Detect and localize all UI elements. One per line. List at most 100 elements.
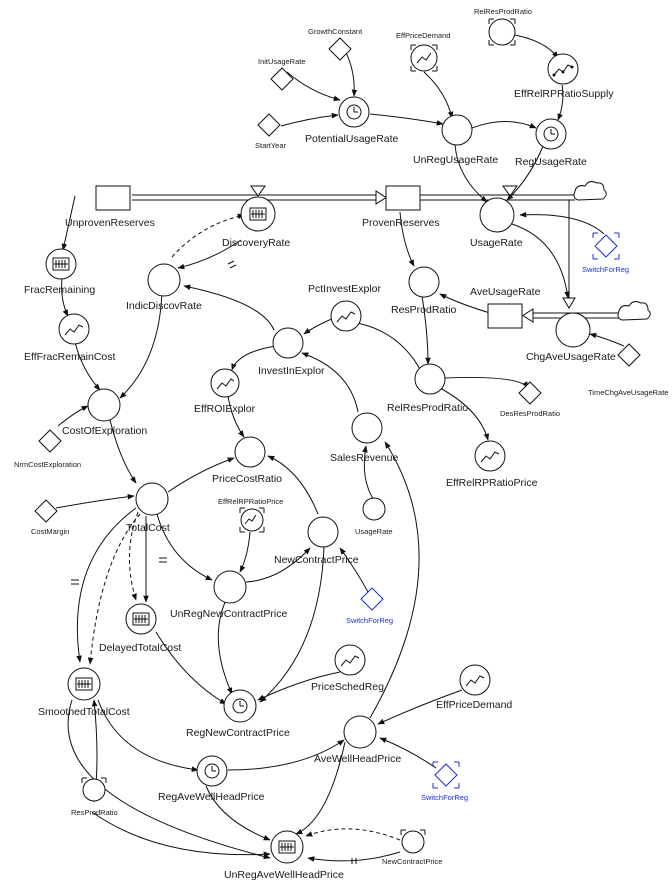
svg-text:EffPriceDemand: EffPriceDemand [436,699,512,711]
aux-eff-frac-remain-cost[interactable]: EffFracRemainCost [24,313,116,363]
const-growth-constant[interactable]: GrowthConstant [308,27,363,61]
aux-reg-new-contract-price[interactable]: RegNewContractPrice [186,689,290,739]
aux-invest-in-explor[interactable]: InvestInExplor [258,327,325,377]
connectors [55,33,625,864]
svg-text:CostMargin: CostMargin [31,527,69,536]
aux-unreg-ave-well-head-price[interactable]: UnRegAveWellHeadPrice [224,830,344,881]
aux-eff-rel-rp-ratio-price-out[interactable]: EffRelRPRatioPrice [446,440,538,489]
const-nrm-cost-exploration[interactable]: NrmCostExploration [14,429,81,469]
svg-text:SwitchForReg: SwitchForReg [346,616,393,625]
aux-eff-price-demand[interactable]: EffPriceDemand [436,664,512,711]
svg-text:UnRegNewContractPrice: UnRegNewContractPrice [170,608,287,620]
svg-text:UsageRate: UsageRate [355,527,393,536]
aux-pct-invest-explor[interactable]: PctInvestExplor [308,283,381,332]
aux-new-contract-price-ghost[interactable]: NewContractPrice [382,829,442,866]
svg-text:PriceSchedReg: PriceSchedReg [311,681,384,693]
aux-rel-res-prod-ratio[interactable]: RelResProdRatio [387,363,468,414]
aux-frac-remaining[interactable]: FracRemaining [24,248,95,296]
ghost-switch-for-reg-3[interactable]: SwitchForReg [421,761,468,802]
aux-eff-rel-rp-ratio-price-ghost[interactable]: EffRelRPRatioPrice [218,497,283,533]
flow-chg-ave-usage-rate[interactable]: ChgAveUsageRate [526,312,616,363]
svg-text:TimeChgAveUsageRate: TimeChgAveUsageRate [588,388,668,397]
valve-discovery [250,185,266,197]
svg-text:AveWellHeadPrice: AveWellHeadPrice [314,753,401,765]
aux-delayed-total-cost[interactable]: DelayedTotalCost [99,603,181,654]
svg-text:ChgAveUsageRate: ChgAveUsageRate [526,351,616,363]
aux-indic-discov-rate[interactable]: IndicDiscovRate [126,263,202,312]
const-des-res-prod-ratio[interactable]: DesResProdRatio [500,381,560,418]
aux-ave-well-head-price[interactable]: AveWellHeadPrice [314,715,401,765]
svg-text:UnRegUsageRate: UnRegUsageRate [413,154,498,166]
svg-text:RegNewContractPrice: RegNewContractPrice [186,727,290,739]
aux-reg-usage-rate[interactable]: RegUsageRate [515,118,587,168]
svg-text:CostOfExploration: CostOfExploration [62,425,147,437]
stock-proven-reserves[interactable]: ProvenReserves [362,185,440,229]
svg-text:SmoothedTotalCost: SmoothedTotalCost [38,706,130,718]
svg-text:EffRelRPRatioPrice: EffRelRPRatioPrice [218,497,283,506]
svg-text:PriceCostRatio: PriceCostRatio [212,473,282,485]
aux-total-cost[interactable]: TotalCost [126,482,170,534]
stock-unproven-reserves[interactable]: UnprovenReserves [65,185,155,229]
aux-cost-of-exploration[interactable]: CostOfExploration [62,388,147,437]
aux-unreg-usage-rate[interactable]: UnRegUsageRate [413,114,498,166]
valve-usage [502,185,518,197]
aux-eff-price-demand-top[interactable]: EffPriceDemand [396,31,450,72]
svg-text:EffPriceDemand: EffPriceDemand [396,31,450,40]
ghost-switch-for-reg-1[interactable]: SwitchForReg [582,232,629,274]
svg-text:NrmCostExploration: NrmCostExploration [14,460,81,469]
svg-text:FracRemaining: FracRemaining [24,284,95,296]
svg-text:ResProdRatio: ResProdRatio [391,304,457,316]
const-cost-margin[interactable]: CostMargin [31,499,69,536]
aux-eff-rel-rp-ratio-supply[interactable]: EffRelRPRatioSupply [514,53,614,100]
svg-text:SwitchForReg: SwitchForReg [582,265,629,274]
svg-text:RegAveWellHeadPrice: RegAveWellHeadPrice [158,791,265,803]
svg-text:RelResProdRatio: RelResProdRatio [474,7,532,16]
cloud-source-chg-ave [617,301,651,321]
aux-usage-rate-ghost[interactable]: UsageRate [355,497,393,536]
cloud-sink-usage [573,181,607,201]
flow-discovery-rate[interactable]: DiscoveryRate [222,196,290,249]
svg-text:DiscoveryRate: DiscoveryRate [222,237,290,249]
svg-text:EffROIExplor: EffROIExplor [194,403,256,415]
const-time-chg-ave-usage-rate[interactable]: TimeChgAveUsageRate [588,343,668,397]
svg-text:NewContractPrice: NewContractPrice [274,554,359,566]
stock-ave-usage-rate[interactable]: AveUsageRate [470,286,541,329]
svg-text:StartYear: StartYear [255,141,286,150]
svg-text:PctInvestExplor: PctInvestExplor [308,283,381,295]
aux-res-prod-ratio-ghost[interactable]: ResProdRatio [71,777,118,817]
svg-text:EffRelRPRatioPrice: EffRelRPRatioPrice [446,477,538,489]
flow-pipe-unproven-to-proven [132,185,387,205]
svg-text:EffRelRPRatioSupply: EffRelRPRatioSupply [514,88,614,100]
flow-usage-rate[interactable]: UsageRate [470,197,523,249]
stock-label-unproven: UnprovenReserves [65,217,155,229]
aux-eff-roi-explor[interactable]: EffROIExplor [194,368,256,415]
aux-new-contract-price[interactable]: NewContractPrice [274,516,359,566]
const-start-year[interactable]: StartYear [255,113,286,150]
svg-text:SwitchForReg: SwitchForReg [421,793,468,802]
aux-price-sched-reg[interactable]: PriceSchedReg [311,644,384,693]
svg-text:GrowthConstant: GrowthConstant [308,27,363,36]
svg-text:EffFracRemainCost: EffFracRemainCost [24,351,116,363]
svg-text:ResProdRatio: ResProdRatio [71,808,118,817]
svg-text:DelayedTotalCost: DelayedTotalCost [99,642,181,654]
aux-sales-revenue[interactable]: SalesRevenue [330,412,398,464]
svg-text:TotalCost: TotalCost [126,522,170,534]
aux-rel-res-prod-ratio-top[interactable]: RelResProdRatio [474,7,532,46]
svg-text:InvestInExplor: InvestInExplor [258,365,325,377]
aux-potential-usage-rate[interactable]: PotentialUsageRate [305,96,399,145]
aux-smoothed-total-cost[interactable]: SmoothedTotalCost [38,667,130,718]
ghost-switch-for-reg-2[interactable]: SwitchForReg [346,587,393,625]
aux-res-prod-ratio[interactable]: ResProdRatio [391,266,457,316]
aux-price-cost-ratio[interactable]: PriceCostRatio [212,436,282,485]
aux-unreg-new-contract-price[interactable]: UnRegNewContractPrice [170,570,287,620]
aux-reg-ave-well-head-price[interactable]: RegAveWellHeadPrice [158,755,265,803]
stock-label-proven: ProvenReserves [362,217,440,229]
svg-text:IndicDiscovRate: IndicDiscovRate [126,300,202,312]
svg-text:RegUsageRate: RegUsageRate [515,156,587,168]
svg-text:UnRegAveWellHeadPrice: UnRegAveWellHeadPrice [224,869,344,881]
const-init-usage-rate[interactable]: InitUsageRate [258,57,306,91]
svg-text:SalesRevenue: SalesRevenue [330,452,398,464]
svg-text:NewContractPrice: NewContractPrice [382,857,442,866]
